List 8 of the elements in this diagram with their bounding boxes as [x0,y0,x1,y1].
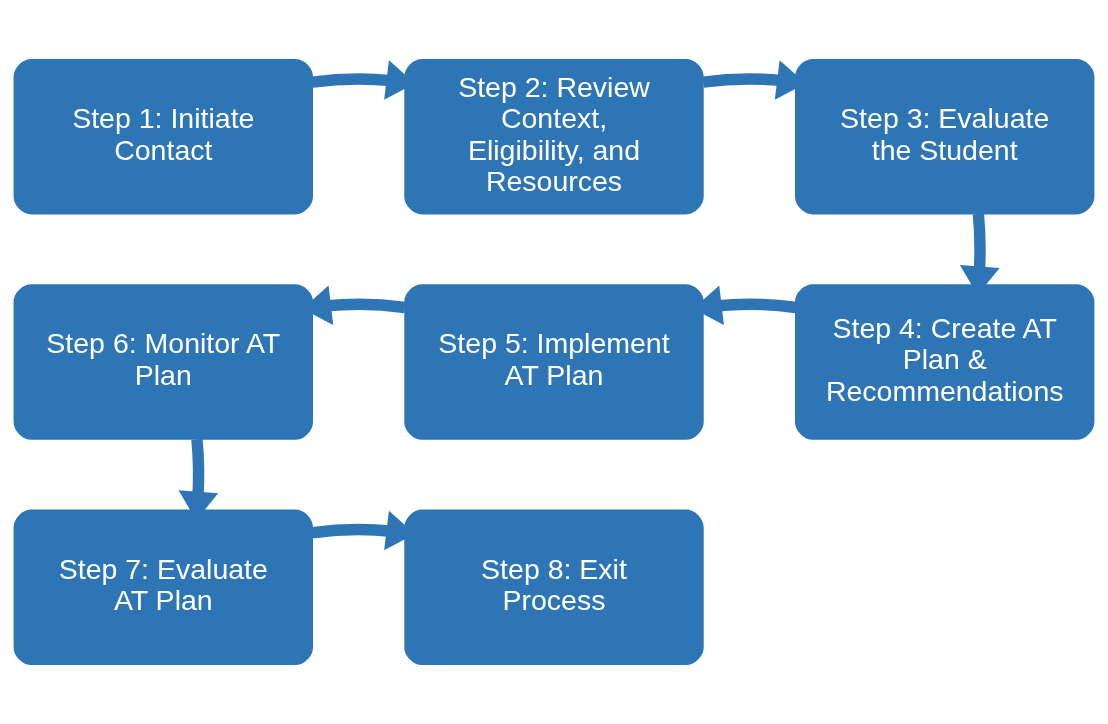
node-box: Step 6: Monitor AT Plan [13,284,314,440]
node-box: Step 5: Implement AT Plan [404,284,704,440]
node-box: Step 2: Review Context, Eligibility, and Resources [404,59,704,215]
node-box: Step 3: Evaluate the Student [794,59,1095,215]
node-box: Step 7: Evaluate AT Plan [13,509,314,665]
node-box: Step 8: Exit Process [404,509,704,665]
node-box: Step 4: Create AT Plan & Recommendations [794,284,1095,440]
node-box: Step 1: Initiate Contact [13,59,314,215]
